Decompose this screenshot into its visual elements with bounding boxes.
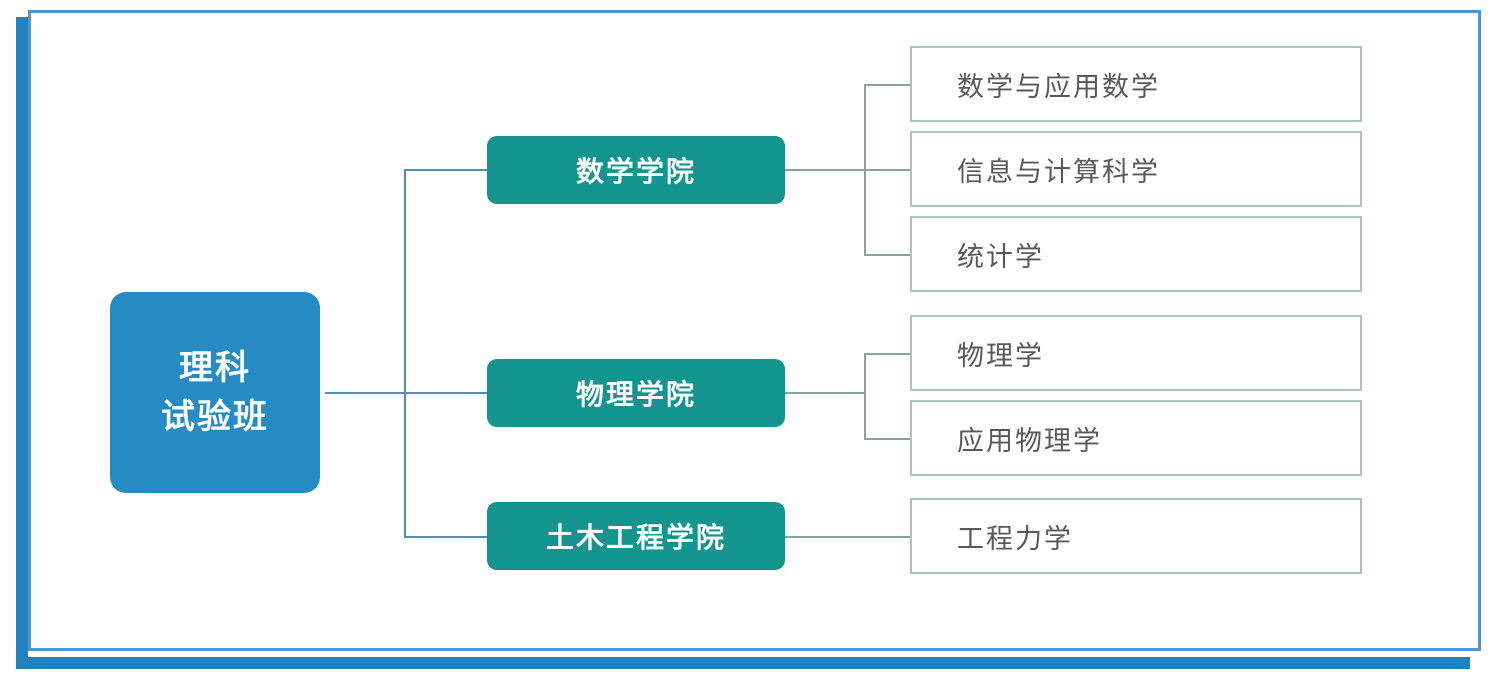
connector-civil-major-1 [785, 536, 910, 538]
major-node-label: 物理学 [957, 340, 1044, 371]
major-node-applied-physics: 应用物理学 [910, 400, 1362, 476]
connector-physics-vertical [864, 353, 866, 440]
major-node-math-applied-math: 数学与应用数学 [910, 46, 1362, 122]
major-node-label: 统计学 [957, 241, 1044, 272]
root-node: 理科 试验班 [110, 292, 320, 493]
college-node-physics-label: 物理学院 [575, 379, 696, 410]
major-node-label: 工程力学 [957, 523, 1073, 554]
college-node-civil: 土木工程学院 [487, 502, 785, 570]
major-node-physics: 物理学 [910, 315, 1362, 391]
major-node-label: 数学与应用数学 [957, 71, 1160, 102]
connector-math-major-1 [864, 84, 910, 86]
root-node-label-line2: 试验班 [161, 397, 269, 436]
college-node-math-label: 数学学院 [575, 156, 696, 187]
college-node-math: 数学学院 [487, 136, 785, 204]
connector-physics-major-2 [864, 438, 910, 440]
connector-root-trunk [325, 392, 487, 394]
major-node-label: 信息与计算科学 [957, 156, 1160, 187]
frame-accent-bar [16, 17, 1470, 669]
major-node-engineering-mechanics: 工程力学 [910, 498, 1362, 574]
college-node-civil-label: 土木工程学院 [545, 522, 726, 553]
connector-physics-major-1 [864, 353, 910, 355]
major-node-label: 应用物理学 [957, 425, 1102, 456]
root-node-label-line1: 理科 [179, 349, 251, 388]
major-node-statistics: 统计学 [910, 216, 1362, 292]
connector-math-vertical [864, 84, 866, 256]
connector-branch-civil [404, 536, 487, 538]
connector-math-out [785, 169, 910, 171]
connector-physics-out [785, 392, 866, 394]
connector-math-major-3 [864, 254, 910, 256]
connector-trunk-vertical [404, 169, 406, 538]
major-node-info-computing-science: 信息与计算科学 [910, 131, 1362, 207]
college-node-physics: 物理学院 [487, 359, 785, 427]
connector-branch-math [404, 169, 487, 171]
